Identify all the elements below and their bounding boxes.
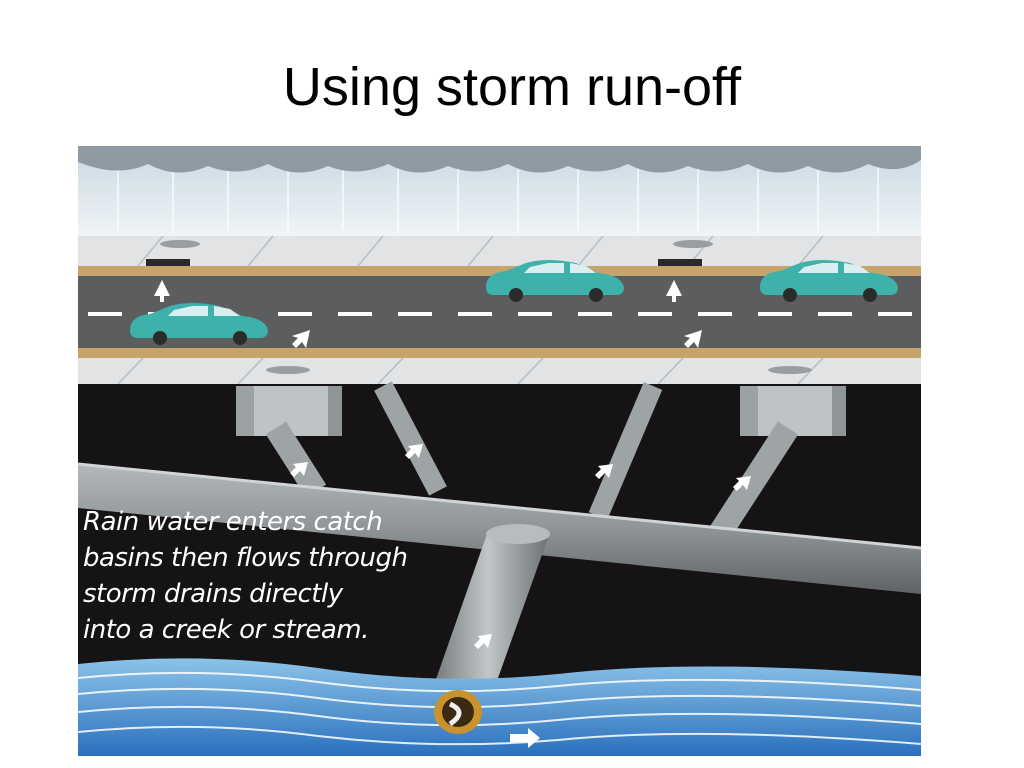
outfall-pipe-top <box>486 524 550 544</box>
caption-line: into a creek or stream. <box>83 615 369 645</box>
lower-catch-basin-grate-left <box>266 366 310 374</box>
upper-curb-inlet-left <box>146 259 190 267</box>
upper-sidewalk <box>78 236 921 266</box>
rain-streaks <box>117 164 879 234</box>
storm-runoff-illustration: Rain water enters catch basins then flow… <box>78 146 921 756</box>
flow-arrow-down-left <box>292 330 310 348</box>
caption-line: basins then flows through <box>83 543 408 573</box>
branch-pipes <box>265 381 799 543</box>
storm-runoff-scene <box>78 146 921 756</box>
catch-basin-left <box>236 386 342 436</box>
lower-dirt-band <box>78 348 921 360</box>
upper-catch-basin-grate-right <box>673 240 713 248</box>
surface-flow-arrows <box>154 280 702 348</box>
outfall-pipe <box>428 531 548 706</box>
caption-line: storm drains directly <box>83 579 343 609</box>
rain-cloud <box>78 146 921 173</box>
diagram-caption: Rain water enters catch basins then flow… <box>83 504 408 648</box>
pipe-flow-arrows <box>290 444 751 649</box>
upper-curb-inlet-right <box>658 259 702 267</box>
outfall-flow-arrow <box>510 728 540 748</box>
flow-arrow-up-right <box>666 280 682 302</box>
flow-arrow-up-left <box>154 280 170 302</box>
catch-basin-right <box>740 386 846 436</box>
lower-catch-basin-grate-right <box>768 366 812 374</box>
caption-line: Rain water enters catch <box>83 507 383 537</box>
car-right-lane1 <box>760 260 898 302</box>
flow-arrow-down-right <box>684 330 702 348</box>
upper-catch-basin-grate-left <box>160 240 200 248</box>
slide-title: Using storm run-off <box>282 57 742 117</box>
car-left-lane2 <box>130 303 268 345</box>
upper-dirt-band <box>78 266 921 278</box>
car-center-lane1 <box>486 260 624 302</box>
